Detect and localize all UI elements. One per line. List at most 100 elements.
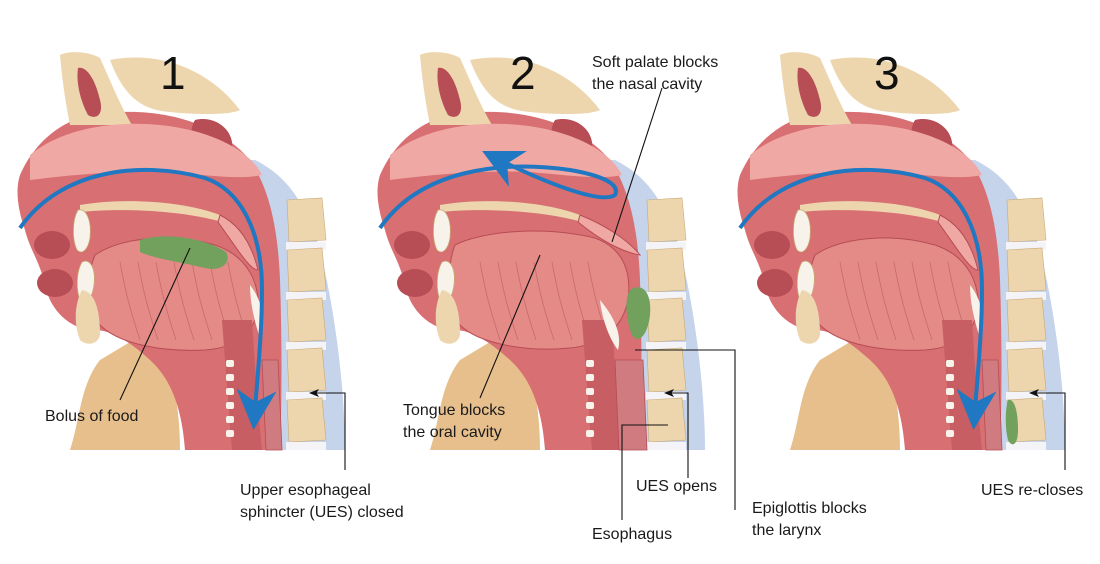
tongue-fiber	[839, 261, 861, 341]
soft-palate	[937, 214, 979, 271]
frontal-sinus	[437, 67, 462, 117]
bolus	[140, 236, 228, 269]
spinal-disc	[646, 342, 686, 350]
panel-number-2: 2	[510, 47, 536, 99]
tracheal-ring	[946, 360, 954, 367]
vertebra	[1006, 347, 1047, 393]
tracheal-ring	[226, 360, 234, 367]
leader-bolus	[119, 247, 191, 401]
tracheal-ring	[946, 416, 954, 423]
spinal-disc	[286, 442, 326, 450]
leader-tongue	[479, 254, 541, 399]
tracheal-ring	[586, 416, 594, 423]
skull-base	[110, 57, 240, 115]
tracheal-ring	[226, 430, 234, 437]
mandible	[435, 290, 460, 344]
spinal-disc	[1006, 342, 1046, 350]
tracheal-ring	[586, 430, 594, 437]
hard-palate	[440, 201, 582, 222]
spinal-disc	[1006, 442, 1046, 450]
leader-soft-palate	[611, 87, 663, 243]
vertebra	[286, 247, 327, 293]
spinal-disc	[286, 242, 326, 250]
tongue-fiber	[173, 261, 195, 341]
tracheal-ring	[226, 416, 234, 423]
tongue-fiber	[155, 261, 177, 341]
bolus	[626, 287, 651, 339]
vertebra	[286, 197, 327, 243]
label-soft-palate-line2: the nasal cavity	[592, 76, 703, 93]
soft-palate	[217, 214, 259, 271]
label-tongue-line1: Tongue blocks	[403, 402, 506, 419]
tracheal-ring	[226, 374, 234, 381]
lower-lip	[397, 269, 433, 297]
spinal-disc	[646, 442, 686, 450]
esophagus	[614, 359, 648, 451]
spinal-disc	[646, 292, 686, 300]
vertebra	[646, 347, 687, 393]
vertebra	[286, 297, 327, 343]
tongue-fiber	[875, 261, 897, 341]
lower-lip	[757, 269, 793, 297]
vertebra	[286, 397, 327, 443]
tracheal-ring	[226, 388, 234, 395]
vertebra	[646, 247, 687, 293]
air-flow-arrow	[378, 151, 618, 230]
vertebra	[646, 397, 687, 443]
mandible	[795, 290, 820, 344]
panel-number-1: 1	[160, 47, 186, 99]
spinal-disc	[286, 342, 326, 350]
head-cross-section-1	[17, 52, 345, 451]
panel-number-3: 3	[874, 47, 900, 99]
upper-tooth	[792, 209, 811, 253]
tracheal-ring	[586, 360, 594, 367]
food-flow-arrow	[738, 167, 997, 430]
spinal-disc	[1006, 292, 1046, 300]
tracheal-ring	[946, 402, 954, 409]
vertebra	[1006, 197, 1047, 243]
leader-ues-opens	[664, 389, 689, 478]
label-epiglottis-line2: the larynx	[752, 522, 822, 539]
tracheal-ring	[586, 374, 594, 381]
frontal-sinus	[797, 67, 822, 117]
upper-lip	[34, 231, 70, 259]
label-tongue-line2: the oral cavity	[403, 424, 502, 441]
skull-base	[470, 57, 600, 115]
tongue-fiber	[191, 261, 213, 341]
head-cross-section-3	[737, 52, 1065, 451]
label-bolus-of-food: Bolus of food	[45, 408, 139, 425]
tongue-fiber	[911, 261, 933, 341]
label-ues-closed-line1: Upper esophageal	[240, 482, 371, 499]
spinal-disc	[646, 242, 686, 250]
head-cross-section-2	[377, 52, 705, 451]
tongue-fiber	[137, 261, 159, 341]
vertebra	[286, 347, 327, 393]
tongue-fiber	[479, 261, 501, 341]
esophagus	[981, 359, 1003, 451]
label-ues-recloses: UES re-closes	[981, 482, 1084, 499]
leader-ues-recloses	[1029, 389, 1066, 470]
label-ues-opens: UES opens	[636, 478, 717, 495]
label-epiglottis-line1: Epiglottis blocks	[752, 500, 867, 517]
lower-lip	[37, 269, 73, 297]
tongue-fiber	[533, 261, 555, 341]
upper-lip	[394, 231, 430, 259]
tongue-fiber	[893, 261, 915, 341]
label-soft-palate-line1: Soft palate blocks	[592, 54, 719, 71]
label-esophagus: Esophagus	[592, 526, 673, 543]
leader-ues-closed	[309, 389, 346, 470]
tongue-fiber	[515, 261, 537, 341]
vertebra	[646, 197, 687, 243]
label-ues-closed-line2: sphincter (UES) closed	[240, 504, 404, 521]
spinal-disc	[286, 392, 326, 400]
upper-tooth	[432, 209, 451, 253]
spinal-disc	[1006, 242, 1046, 250]
esophagus	[261, 359, 283, 451]
spinal-disc	[286, 292, 326, 300]
nasal-cavity	[30, 123, 262, 180]
tongue-fiber	[119, 261, 141, 341]
frontal-sinus	[77, 67, 102, 117]
skull-base	[830, 57, 960, 115]
leader-esophagus	[621, 424, 668, 520]
